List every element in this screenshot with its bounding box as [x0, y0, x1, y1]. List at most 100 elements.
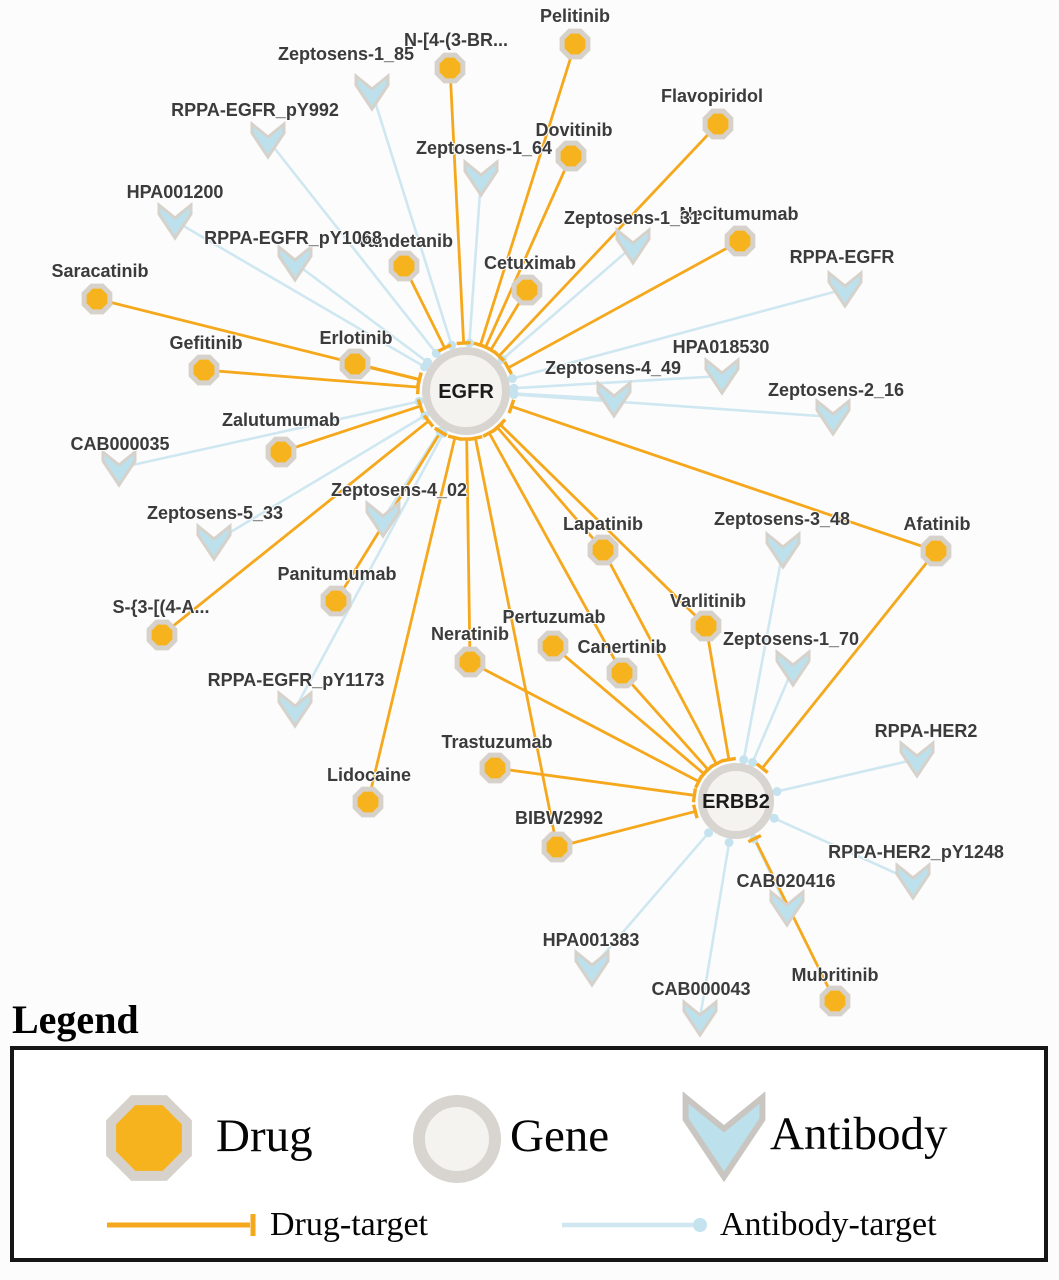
antibody-target-edge: [118, 400, 420, 470]
drug-target-tee: [468, 435, 483, 442]
drug-node-neratinib[interactable]: [454, 646, 486, 678]
antibody-target-edge: [293, 432, 445, 710]
antibody-node-zeptosens-2-16[interactable]: [815, 397, 851, 437]
antibody-node-zeptosens-3-48[interactable]: [765, 530, 801, 570]
drug-target-tee: [701, 763, 715, 776]
antibody-target-edge: [468, 177, 483, 344]
gene-legend-icon: [413, 1095, 501, 1183]
drug-node-dovitinib[interactable]: [555, 140, 587, 172]
nodes: [81, 28, 952, 1038]
node-label-pelitinib: Pelitinib: [540, 6, 610, 26]
drug-target-tee: [437, 343, 452, 353]
legend-box: Drug Gene Antibody Drug-target Antibody-…: [10, 1046, 1048, 1262]
node-label-zeptosens-4-02: Zeptosens-4_02: [331, 480, 467, 500]
antibody-target-dot: [509, 389, 519, 399]
antibody-node-rppa-egfr-py992[interactable]: [250, 120, 286, 160]
node-label-zeptosens-1-85: Zeptosens-1_85: [278, 44, 414, 64]
antibody-target-dot: [423, 357, 433, 367]
drug-node-n-4-3-br[interactable]: [434, 52, 466, 84]
drug-node-erlotinib[interactable]: [339, 348, 371, 380]
node-label-zeptosens-1-31: Zeptosens-1_31: [564, 208, 700, 228]
drug-node-gefitinib[interactable]: [188, 354, 220, 386]
drug-node-zalutumumab[interactable]: [265, 436, 297, 468]
antibody-node-zeptosens-1-31[interactable]: [615, 226, 651, 266]
drug-target-tee: [694, 774, 704, 789]
antibody-node-zeptosens-1-64[interactable]: [463, 158, 499, 198]
antibody-target-edge: [773, 817, 914, 883]
antibody-node-rppa-egfr[interactable]: [827, 269, 863, 309]
antibody-legend-icon: [682, 1091, 766, 1183]
drug-node-flavopiridol[interactable]: [702, 108, 734, 140]
gene-node-erbb2[interactable]: [698, 763, 774, 839]
node-label-cetuximab: Cetuximab: [484, 253, 576, 273]
drug-target-edge: [465, 438, 472, 663]
drug-node-pertuzumab[interactable]: [537, 630, 569, 662]
drug-target-tee: [691, 788, 698, 803]
drug-target-edge: [474, 437, 559, 848]
drug-target-legend-label: Drug-target: [270, 1206, 428, 1243]
antibody-target-edge: [370, 91, 453, 346]
drug-target-tee: [482, 428, 497, 438]
antibody-node-rppa-egfr-py1068[interactable]: [277, 243, 313, 283]
drug-node-s-3-4-a[interactable]: [146, 619, 178, 651]
node-label-flavopiridol: Flavopiridol: [661, 86, 763, 106]
antibody-node-cab000043[interactable]: [682, 998, 718, 1038]
antibody-node-hpa001200[interactable]: [157, 201, 193, 241]
drug-node-saracatinib[interactable]: [81, 283, 113, 315]
drug-node-necitumumab[interactable]: [724, 225, 756, 257]
drug-node-bibw2992[interactable]: [541, 831, 573, 863]
drug-node-cetuximab[interactable]: [511, 274, 543, 306]
drug-node-canertinib[interactable]: [606, 657, 638, 689]
antibody-node-hpa001383[interactable]: [574, 948, 610, 988]
antibody-node-zeptosens-4-02[interactable]: [365, 499, 401, 539]
antibody-node-hpa018530[interactable]: [704, 356, 740, 396]
antibody-node-cab000035[interactable]: [101, 448, 137, 488]
antibody-node-rppa-her2-py1248[interactable]: [895, 861, 931, 901]
node-label-rppa-egfr: RPPA-EGFR: [790, 247, 895, 267]
node-label-cab000043: CAB000043: [651, 979, 750, 999]
drug-target-tee: [456, 341, 471, 346]
antibody-node-zeptosens-5-33[interactable]: [196, 522, 232, 562]
node-label-zeptosens-2-16: Zeptosens-2_16: [768, 380, 904, 400]
antibody-node-zeptosens-1-70[interactable]: [775, 648, 811, 688]
drug-target-edge: [753, 838, 837, 1002]
drug-target-edge: [161, 419, 430, 637]
drug-target-edge: [761, 550, 938, 770]
gene-node-egfr[interactable]: [422, 347, 510, 435]
antibody-target-dot: [748, 757, 758, 767]
drug-target-edge: [552, 644, 705, 775]
antibody-node-zeptosens-1-85[interactable]: [354, 72, 390, 112]
drug-target-edge: [484, 155, 573, 348]
node-label-canertinib: Canertinib: [577, 637, 666, 657]
node-label-rppa-her2-py1248: RPPA-HER2_pY1248: [828, 842, 1004, 862]
drug-target-edge: [280, 404, 421, 454]
drug-legend-icon: [106, 1095, 192, 1181]
drug-node-panitumumab[interactable]: [320, 585, 352, 617]
node-label-saracatinib: Saracatinib: [51, 261, 148, 281]
drug-target-edge: [601, 549, 718, 765]
node-label-s-3-4-a: S-{3-[(4-A...: [112, 597, 209, 617]
antibody-node-cab020416[interactable]: [769, 888, 805, 928]
antibody-node-rppa-her2[interactable]: [899, 739, 935, 779]
node-label-afatinib: Afatinib: [904, 514, 971, 534]
drug-node-pelitinib[interactable]: [559, 28, 591, 60]
drug-node-trastuzumab[interactable]: [479, 752, 511, 784]
edge-end-markers: [414, 338, 782, 847]
antibody-node-rppa-egfr-py1173[interactable]: [277, 689, 313, 729]
antibody-target-edge: [742, 549, 785, 760]
antibody-target-dot: [769, 813, 779, 823]
drug-node-lidocaine[interactable]: [352, 786, 384, 818]
node-label-hpa018530: HPA018530: [673, 337, 770, 357]
node-label-necitumumab: Necitumumab: [679, 204, 798, 224]
drug-node-mubritinib[interactable]: [819, 985, 851, 1017]
drug-node-vandetanib[interactable]: [388, 250, 420, 282]
node-label-varlitinib: Varlitinib: [670, 591, 746, 611]
drug-node-varlitinib[interactable]: [690, 610, 722, 642]
drug-node-lapatinib[interactable]: [587, 534, 619, 566]
node-label-pertuzumab: Pertuzumab: [502, 607, 605, 627]
antibody-target-dot: [507, 374, 517, 384]
antibody-target-legend-label: Antibody-target: [720, 1206, 937, 1243]
antibody-target-edge: [591, 831, 710, 969]
drug-node-afatinib[interactable]: [920, 535, 952, 567]
antibody-node-zeptosens-4-49[interactable]: [596, 379, 632, 419]
